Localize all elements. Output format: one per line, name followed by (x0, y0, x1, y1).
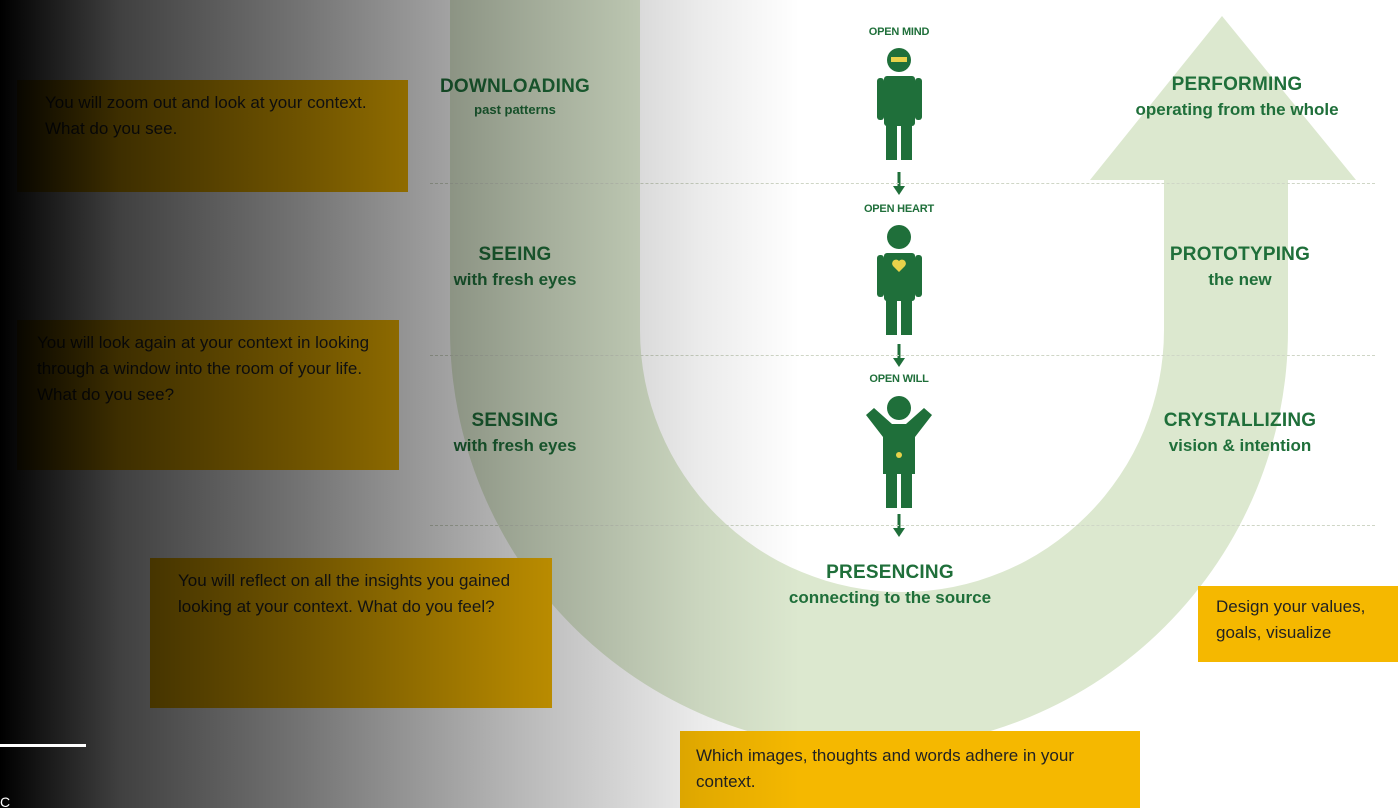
heart-icon (892, 259, 906, 272)
label-subtitle: connecting to the source (788, 588, 992, 607)
open-will-caption: OPEN WILL (869, 373, 929, 385)
label-subtitle: operating from the whole (1135, 100, 1339, 119)
crystallizing-label: CRYSTALLIZING vision & intention (1110, 410, 1370, 456)
open-mind-figure (877, 48, 922, 160)
performing-label: PERFORMING operating from the whole (1092, 74, 1382, 120)
label-subtitle: with fresh eyes (453, 270, 577, 289)
level-divider (430, 183, 1375, 184)
open-mind-caption: OPEN MIND (868, 26, 930, 38)
white-rule (0, 744, 86, 747)
level-divider (430, 525, 1375, 526)
open-heart-figure (877, 225, 922, 335)
sensing-label: SENSING with fresh eyes (400, 410, 630, 456)
zoom-out-note: You will zoom out and look at your conte… (17, 80, 408, 192)
label-subtitle: vision & intention (1168, 436, 1312, 455)
label-title: DOWNLOADING (440, 76, 590, 97)
label-subtitle: past patterns (474, 102, 556, 117)
label-title: PRESENCING (826, 562, 954, 583)
presencing-label: PRESENCING connecting to the source (720, 562, 1060, 608)
open-arms-icon (866, 408, 932, 474)
reflect-note: You will reflect on all the insights you… (150, 558, 552, 708)
open-heart-caption: OPEN HEART (863, 203, 935, 215)
label-title: SENSING (471, 410, 559, 431)
label-title: PERFORMING (1171, 74, 1303, 95)
label-subtitle: the new (1208, 270, 1272, 289)
label-subtitle: with fresh eyes (453, 436, 577, 455)
open-will-figure (866, 396, 932, 508)
look-again-note: You will look again at your context in l… (17, 320, 399, 470)
arrow-down-icon (893, 186, 905, 537)
label-title: CRYSTALLIZING (1163, 410, 1317, 431)
prototyping-label: PROTOTYPING the new (1110, 244, 1370, 290)
images-note: Which images, thoughts and words adhere … (680, 731, 1140, 808)
label-title: SEEING (478, 244, 552, 265)
design-note: Design your values, goals, visualize (1198, 586, 1398, 662)
downloading-label: DOWNLOADING past patterns (400, 76, 630, 117)
level-divider (430, 355, 1375, 356)
seeing-label: SEEING with fresh eyes (400, 244, 630, 290)
corner-mark: C (0, 794, 11, 808)
label-title: PROTOTYPING (1169, 244, 1311, 265)
